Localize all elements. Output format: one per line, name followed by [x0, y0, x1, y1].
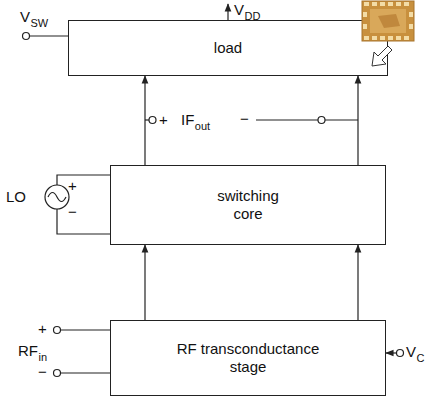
signal-name: − — [38, 363, 47, 380]
wire — [57, 209, 110, 234]
lo-source — [45, 185, 69, 209]
box-label: load — [168, 39, 288, 57]
pointer-arrow — [372, 46, 392, 66]
wire — [61, 372, 111, 373]
sine-symbol — [48, 193, 66, 202]
terminal — [54, 370, 61, 377]
signal-name: V — [234, 1, 244, 18]
wire — [256, 119, 318, 120]
terminal — [318, 117, 325, 124]
signal-arrow — [144, 76, 145, 165]
terminal — [23, 33, 30, 40]
signal-name: − — [240, 110, 249, 127]
wire — [57, 175, 110, 185]
signal-name: − — [68, 203, 77, 220]
signal-subscript: in — [39, 351, 48, 363]
signal-name: LO — [6, 188, 26, 205]
supply-arrow — [227, 4, 228, 20]
process-box: switching core — [110, 165, 386, 245]
signal-name: + — [68, 177, 77, 194]
signal-name: + — [159, 111, 168, 128]
process-box: load — [68, 20, 388, 76]
process-box: RF transconductance stage — [110, 320, 386, 396]
terminal — [397, 350, 404, 357]
signal-name: V — [20, 8, 30, 25]
signal-arrow — [144, 245, 145, 320]
signal-name: + — [38, 320, 47, 337]
signal-subscript: DD — [245, 10, 261, 22]
signal-name: V — [406, 343, 416, 360]
terminal — [54, 327, 61, 334]
signal-name: IF — [181, 111, 194, 128]
signal-arrow — [357, 245, 358, 320]
control-arrow — [386, 352, 397, 353]
box-label: switching core — [208, 187, 288, 223]
box-label: RF transconductance stage — [163, 340, 333, 376]
wire — [325, 119, 358, 120]
signal-arrow — [357, 76, 358, 165]
signal-subscript: C — [417, 352, 425, 364]
wire — [30, 35, 69, 36]
signal-subscript: out — [195, 120, 210, 132]
terminal — [149, 117, 156, 124]
wire — [61, 329, 111, 330]
signal-subscript: SW — [31, 17, 49, 29]
signal-name: RF — [18, 342, 38, 359]
